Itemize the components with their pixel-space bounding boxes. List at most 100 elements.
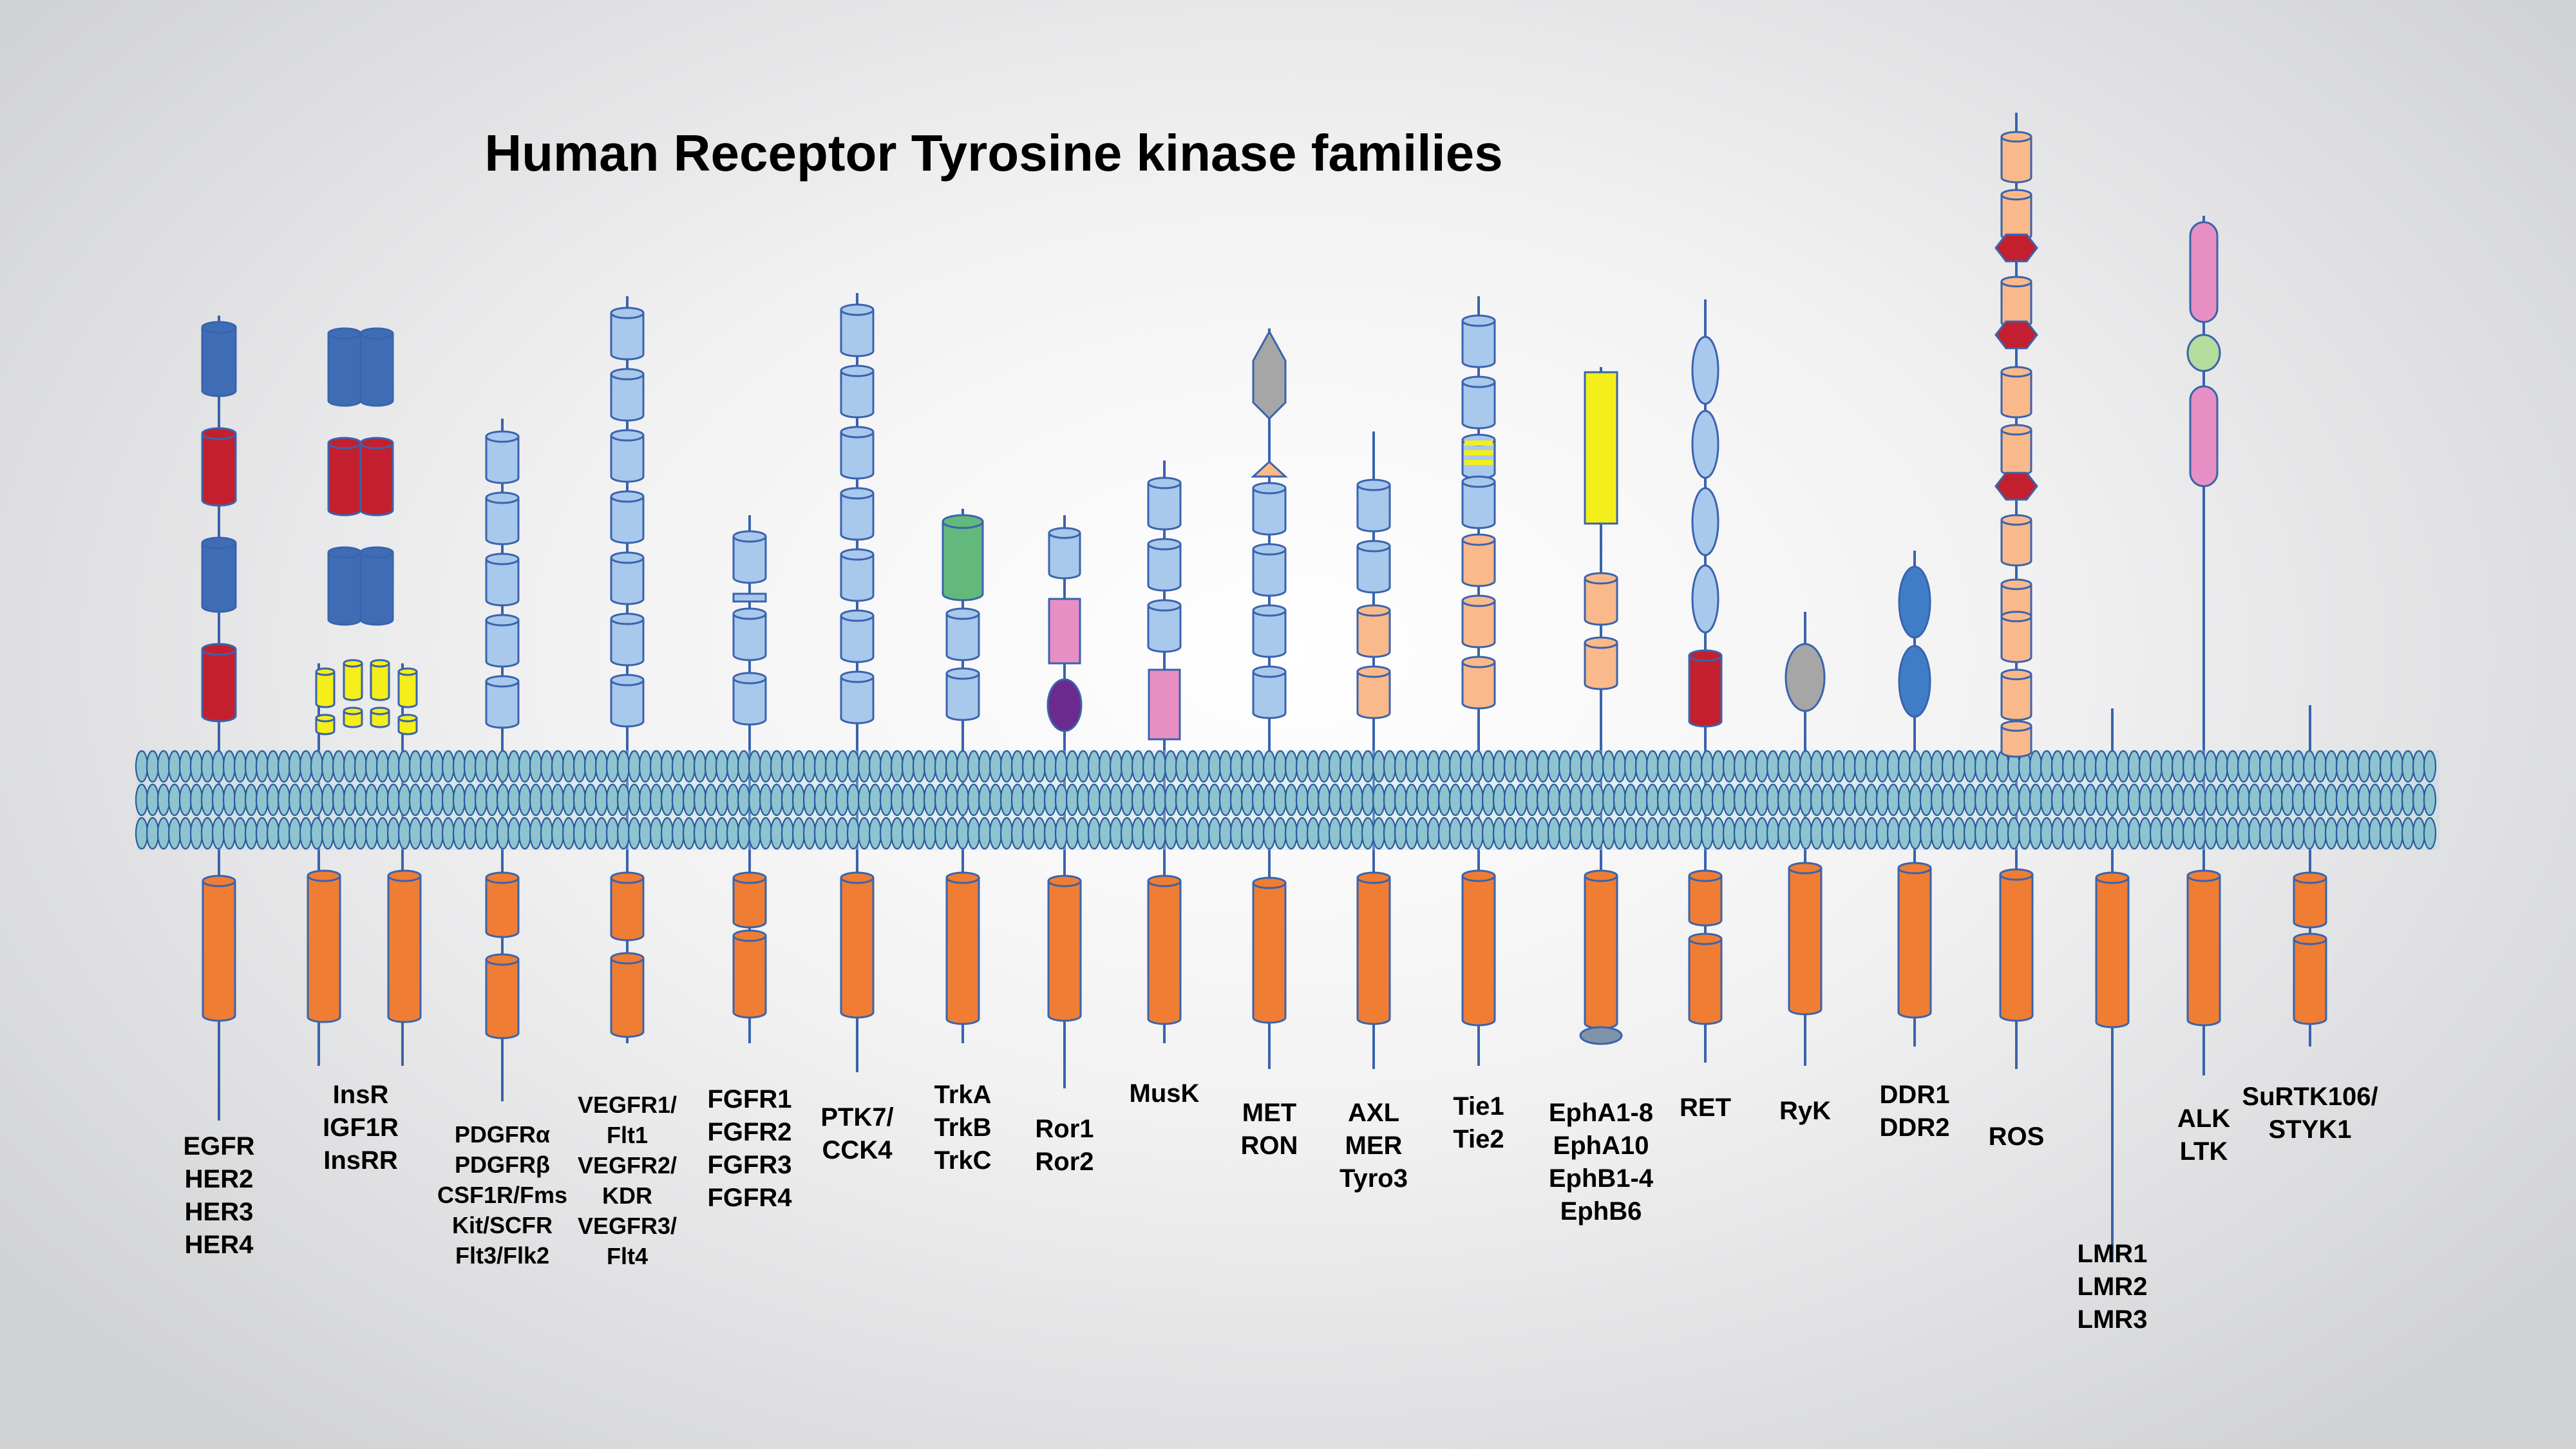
lipid-head bbox=[671, 783, 685, 817]
ig-like-domain bbox=[1048, 533, 1081, 580]
kinase-domain bbox=[202, 881, 236, 1022]
lipid-head bbox=[813, 783, 828, 817]
lipid-head bbox=[222, 750, 236, 783]
ig-like-domain-top bbox=[1048, 527, 1081, 539]
ig-like-domain bbox=[610, 313, 645, 361]
family-label-line: TrkA bbox=[934, 1081, 992, 1109]
lipid-head bbox=[1985, 817, 1999, 850]
lipid-head bbox=[791, 783, 806, 817]
family-label-line: Flt4 bbox=[606, 1243, 648, 1269]
lipid-head bbox=[1273, 783, 1287, 817]
lipid-head bbox=[1394, 783, 1408, 817]
lipid-head bbox=[507, 783, 521, 817]
ligand-binding-domain bbox=[201, 327, 237, 397]
kinase-domain bbox=[1147, 881, 1182, 1025]
lipid-head bbox=[2357, 817, 2371, 850]
lipid-head bbox=[1142, 817, 1156, 850]
lipid-head bbox=[802, 817, 817, 850]
fibronectin-domain bbox=[315, 672, 336, 708]
ig-like-domain-top bbox=[1461, 314, 1496, 327]
lipid-head bbox=[1065, 750, 1079, 783]
lipid-head bbox=[1175, 750, 1189, 783]
lipid-head bbox=[1032, 783, 1046, 817]
lipid-head bbox=[989, 817, 1003, 850]
lipid-head bbox=[2029, 783, 2043, 817]
ig-like-domain-top bbox=[485, 553, 520, 565]
lipid-head bbox=[770, 783, 784, 817]
fibronectin-domain bbox=[1356, 611, 1391, 658]
cysteine-rich-domain bbox=[1688, 656, 1723, 728]
lipid-head bbox=[463, 750, 477, 783]
kinase-domain-top bbox=[2095, 871, 2130, 884]
lipid-head bbox=[923, 817, 937, 850]
lipid-head bbox=[244, 783, 258, 817]
lipid-head bbox=[2324, 783, 2338, 817]
lipid-head bbox=[1591, 783, 1605, 817]
lipid-head bbox=[2302, 783, 2316, 817]
lipid-head bbox=[135, 783, 149, 817]
lipid-head bbox=[1656, 817, 1671, 850]
family-label-line: FGFR4 bbox=[707, 1184, 792, 1212]
lipid-head bbox=[1481, 783, 1495, 817]
lipid-head bbox=[430, 783, 444, 817]
lipid-head bbox=[2040, 817, 2054, 850]
lipid-head bbox=[375, 783, 390, 817]
lipid-head bbox=[1328, 817, 1342, 850]
lipid-head bbox=[255, 817, 269, 850]
family-label-ptk7: PTK7/CCK4 bbox=[722, 1101, 992, 1167]
lipid-head bbox=[2182, 750, 2196, 783]
lipid-head bbox=[518, 750, 532, 783]
lipid-head bbox=[463, 783, 477, 817]
lipid-head bbox=[1229, 817, 1244, 850]
lipid-head bbox=[934, 783, 948, 817]
lipid-head bbox=[1361, 817, 1375, 850]
lipid-head bbox=[474, 783, 488, 817]
lipid-head bbox=[1284, 817, 1298, 850]
lipid-head bbox=[2050, 750, 2065, 783]
lipid-head bbox=[1032, 750, 1046, 783]
lipid-head bbox=[1021, 783, 1036, 817]
ldla-domain bbox=[2186, 334, 2221, 372]
fibronectin-domain bbox=[1584, 643, 1618, 690]
kinase-domain-top bbox=[307, 869, 341, 882]
lipid-head bbox=[1678, 817, 1692, 850]
kinase-domain bbox=[2186, 876, 2221, 1027]
fibronectin-domain bbox=[1584, 578, 1618, 626]
lipid-head bbox=[189, 817, 204, 850]
lipid-head bbox=[2204, 817, 2218, 850]
lipid-head bbox=[1229, 783, 1244, 817]
fibronectin-domain bbox=[370, 663, 390, 701]
lipid-head bbox=[1678, 750, 1692, 783]
lipid-head bbox=[2357, 750, 2371, 783]
family-label-line: MER bbox=[1345, 1132, 1403, 1160]
lipid-head bbox=[1788, 750, 1802, 783]
lipid-head bbox=[978, 783, 992, 817]
family-label-line: AXL bbox=[1348, 1099, 1399, 1127]
ligand-binding-domain-top bbox=[359, 546, 394, 559]
lipid-head bbox=[1273, 817, 1287, 850]
lipid-head bbox=[1043, 783, 1057, 817]
lipid-head bbox=[2269, 817, 2284, 850]
lipid-head bbox=[1350, 817, 1364, 850]
lipid-head bbox=[332, 783, 346, 817]
lipid-head bbox=[2280, 750, 2295, 783]
lipid-head bbox=[802, 750, 817, 783]
kinase-domain-top bbox=[2186, 869, 2221, 882]
family-label-line: EphB6 bbox=[1560, 1197, 1642, 1226]
lipid-head bbox=[1602, 783, 1616, 817]
family-label-line: Flt1 bbox=[606, 1122, 648, 1148]
lipid-head bbox=[1908, 817, 1922, 850]
lipid-head bbox=[2313, 750, 2327, 783]
lipid-head bbox=[1569, 750, 1583, 783]
lipid-head bbox=[1317, 750, 1331, 783]
lipid-head bbox=[1547, 817, 1561, 850]
lipid-head bbox=[868, 817, 882, 850]
family-label-line: MusK bbox=[1129, 1079, 1200, 1108]
lipid-head bbox=[1262, 817, 1276, 850]
lipid-head bbox=[2357, 783, 2371, 817]
lipid-head bbox=[419, 817, 433, 850]
lipid-head bbox=[2072, 783, 2087, 817]
